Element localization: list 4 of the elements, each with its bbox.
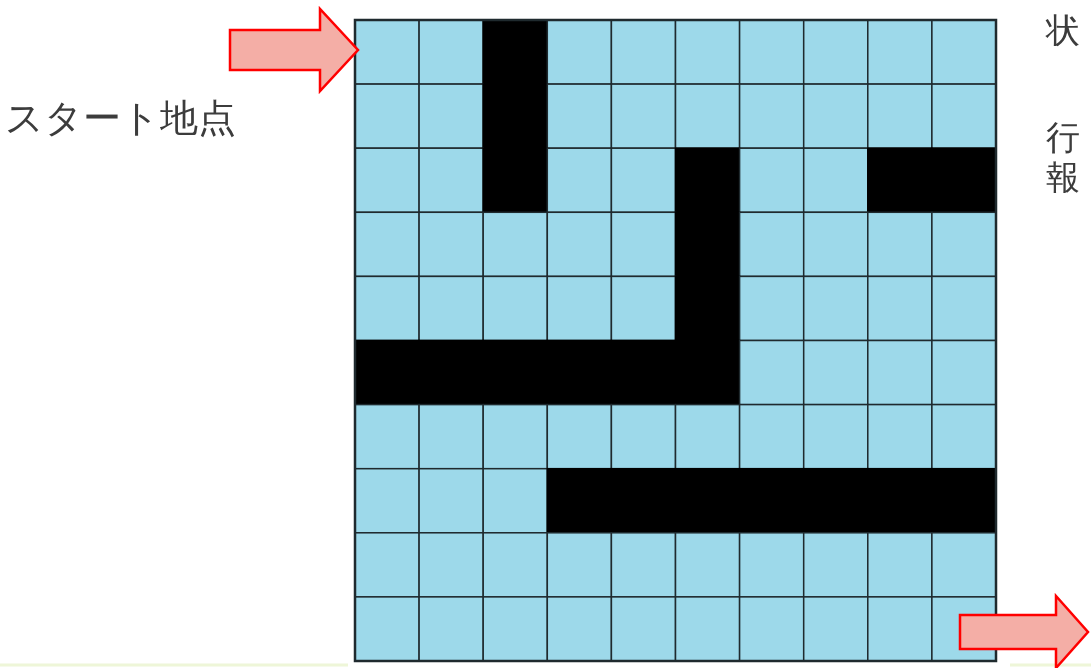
start-label: スタート地点 [5, 99, 236, 137]
side-label: 行 [1046, 120, 1080, 154]
side-label: 報 [1046, 160, 1080, 194]
side-label: 状 [1046, 13, 1080, 47]
